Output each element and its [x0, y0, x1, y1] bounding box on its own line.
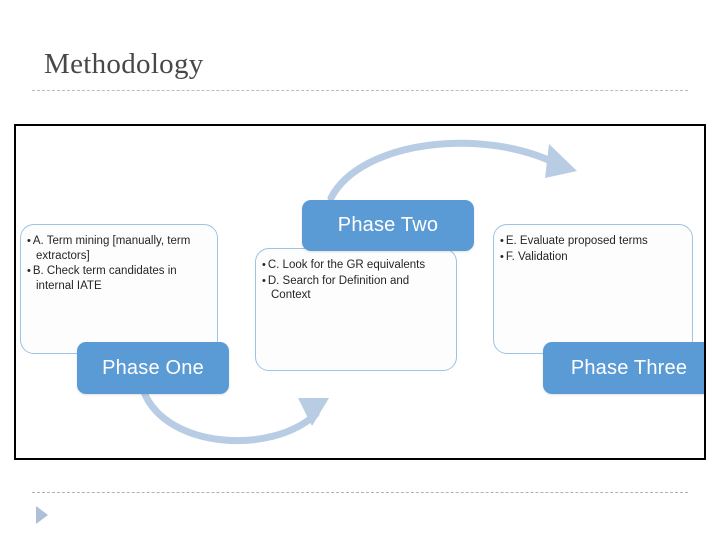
- page-title: Methodology: [44, 48, 204, 80]
- arrow-phase-two-to-phase-three: [327, 139, 577, 202]
- phase-three-item-list: E. Evaluate proposed terms F. Validation: [500, 234, 684, 264]
- list-item: B. Check term candidates in internal IAT…: [27, 264, 209, 293]
- footer-divider: [32, 492, 688, 493]
- play-triangle-icon[interactable]: [36, 506, 48, 524]
- phase-one-content-box: A. Term mining [manually, term extractor…: [20, 224, 218, 354]
- phase-two-label[interactable]: Phase Two: [302, 200, 474, 251]
- list-item: F. Validation: [500, 250, 684, 265]
- diagram-arrow-layer: [140, 139, 577, 445]
- list-item: D. Search for Definition and Context: [262, 274, 448, 303]
- phase-three-content-box: E. Evaluate proposed terms F. Validation: [493, 224, 693, 354]
- phase-one-label[interactable]: Phase One: [77, 342, 229, 394]
- arrow-phase-one-to-phase-two: [140, 388, 329, 445]
- list-item: A. Term mining [manually, term extractor…: [27, 234, 209, 263]
- list-item: E. Evaluate proposed terms: [500, 234, 684, 249]
- phase-two-content-box: C. Look for the GR equivalents D. Search…: [255, 248, 457, 371]
- phase-one-item-list: A. Term mining [manually, term extractor…: [27, 234, 209, 293]
- phase-two-item-list: C. Look for the GR equivalents D. Search…: [262, 258, 448, 303]
- list-item: C. Look for the GR equivalents: [262, 258, 448, 273]
- phase-three-label[interactable]: Phase Three: [543, 342, 704, 394]
- title-divider: [32, 90, 688, 91]
- methodology-diagram: A. Term mining [manually, term extractor…: [14, 124, 706, 460]
